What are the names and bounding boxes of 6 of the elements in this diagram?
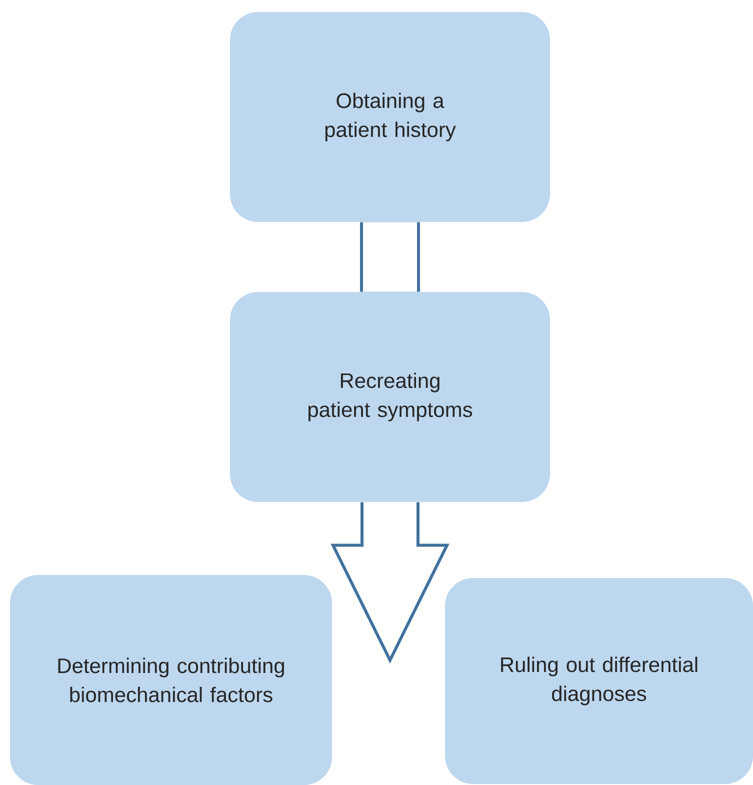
process-box: Ruling out differential diagnoses bbox=[445, 578, 753, 784]
connector-band bbox=[360, 222, 420, 292]
process-box: Obtaining a patient history bbox=[230, 12, 550, 222]
process-box: Determining contributing biomechanical factors bbox=[10, 575, 332, 785]
block-arrow bbox=[330, 500, 450, 664]
process-box: Recreating patient symptoms bbox=[230, 292, 550, 502]
